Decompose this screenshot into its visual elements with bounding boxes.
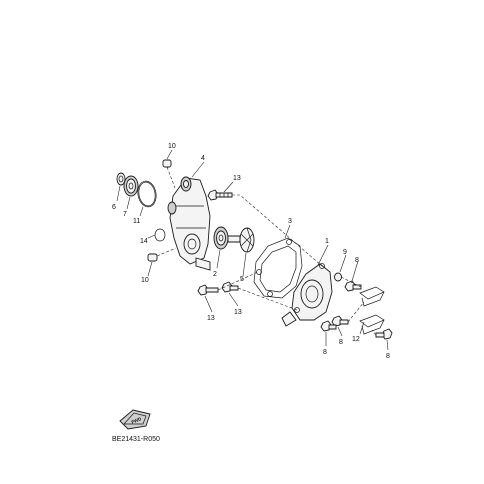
bolt-8-right bbox=[375, 328, 393, 340]
fwd-arrow-icon: FWD bbox=[119, 409, 151, 430]
clamp-12 bbox=[359, 286, 385, 335]
pump-housing-4 bbox=[167, 176, 211, 271]
callout-4: 4 bbox=[201, 155, 205, 162]
callout-13-lower-right: 13 bbox=[234, 309, 242, 316]
callout-10-bottom: 10 bbox=[141, 277, 149, 284]
pump-cover-1 bbox=[281, 263, 333, 327]
alignment-lines bbox=[156, 166, 377, 336]
callout-8-middle: 8 bbox=[339, 339, 343, 346]
callout-8-top: 8 bbox=[355, 257, 359, 264]
callout-13-lower-left: 13 bbox=[207, 315, 215, 322]
fwd-label: FWD bbox=[131, 416, 143, 425]
oil-seal-6 bbox=[116, 172, 126, 186]
o-ring-14 bbox=[154, 228, 166, 242]
bolt-13-top bbox=[207, 189, 233, 201]
washer-9 bbox=[334, 272, 342, 282]
callout-12: 12 bbox=[352, 336, 360, 343]
callout-1: 1 bbox=[325, 238, 329, 245]
callout-3: 3 bbox=[288, 218, 292, 225]
callout-9: 9 bbox=[343, 249, 347, 256]
impeller-shaft-5 bbox=[227, 227, 255, 253]
bolt-8-middle bbox=[331, 315, 349, 327]
bearing-7 bbox=[123, 175, 139, 197]
bolt-8-top bbox=[344, 280, 362, 292]
callout-7: 7 bbox=[123, 211, 127, 218]
callout-10-top: 10 bbox=[168, 143, 176, 150]
callout-6: 6 bbox=[112, 204, 116, 211]
callout-2: 2 bbox=[213, 271, 217, 278]
dowel-pin-10-bottom bbox=[147, 253, 158, 262]
callout-8-right: 8 bbox=[386, 353, 390, 360]
callout-11: 11 bbox=[133, 218, 140, 225]
gasket-3 bbox=[253, 237, 303, 299]
callout-8-left: 8 bbox=[323, 349, 327, 356]
callout-5: 5 bbox=[240, 276, 244, 283]
callout-13-top: 13 bbox=[233, 175, 241, 182]
o-ring-11 bbox=[137, 180, 157, 208]
leader-lines bbox=[116, 149, 389, 351]
drawing-code: BE21431-R050 bbox=[112, 436, 160, 443]
bearing-2 bbox=[213, 226, 229, 250]
callout-14: 14 bbox=[140, 238, 148, 245]
bolt-8-left bbox=[320, 320, 337, 332]
dowel-pin-10-top bbox=[162, 159, 172, 168]
bolt-13-lower-left bbox=[197, 284, 219, 296]
